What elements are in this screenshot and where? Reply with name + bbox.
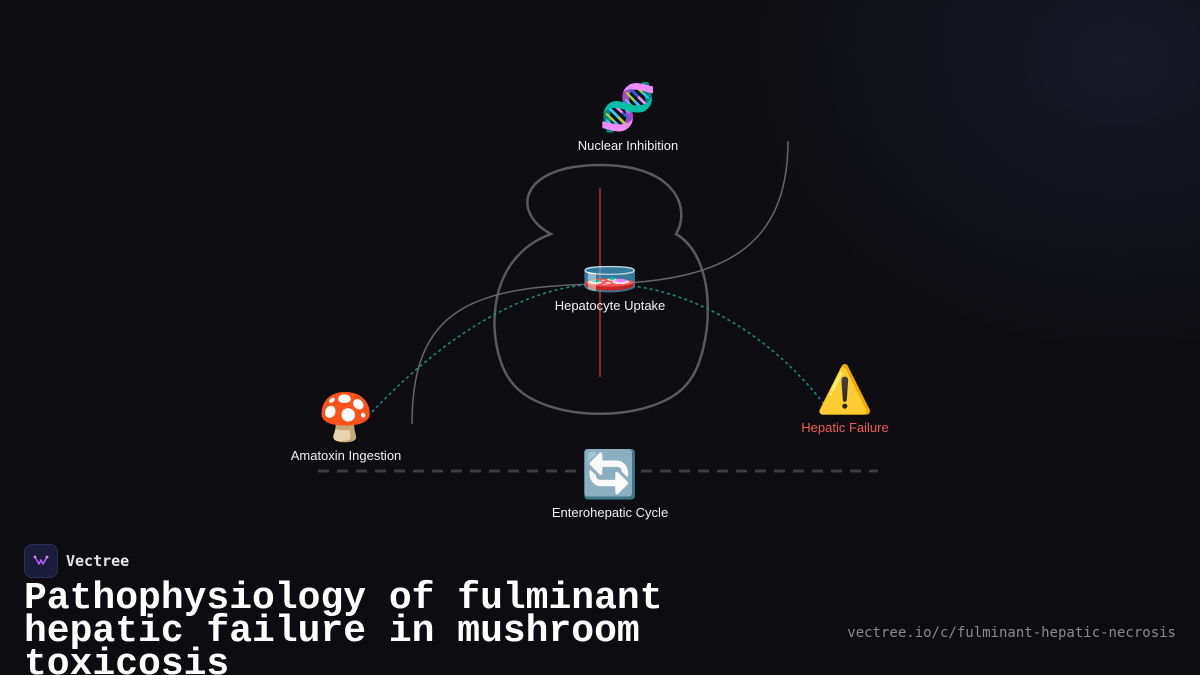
page-title: Pathophysiology of fulminant hepatic fai… (24, 577, 663, 675)
node-enterohepatic-cycle: 🔄 Enterohepatic Cycle (552, 447, 668, 520)
node-label: Amatoxin Ingestion (290, 448, 402, 463)
node-hepatocyte-uptake: 🧫 Hepatocyte Uptake (555, 240, 666, 313)
petri-dish-icon: 🧫 (581, 241, 639, 293)
brand[interactable]: Vectree (24, 544, 129, 578)
node-amatoxin-ingestion: 🍄 Amatoxin Ingestion (291, 390, 402, 463)
cycle-arrows-icon: 🔄 (581, 448, 639, 500)
flow-curve (371, 283, 831, 413)
node-label: Hepatic Failure (801, 420, 889, 435)
node-nuclear-inhibition: 🧬 Nuclear Inhibition (578, 80, 678, 153)
node-label: Enterohepatic Cycle (551, 505, 669, 520)
node-hepatic-failure: ⚠️ Hepatic Failure (801, 362, 888, 435)
feedback-curve (411, 140, 789, 425)
source-url[interactable]: vectree.io/c/fulminant-hepatic-necrosis (847, 625, 1176, 641)
node-label: Hepatocyte Uptake (554, 298, 666, 313)
dna-icon: 🧬 (599, 81, 657, 133)
mushroom-icon: 🍄 (317, 391, 375, 443)
node-label: Nuclear Inhibition (577, 138, 679, 153)
organ-outline (493, 163, 709, 415)
warning-icon: ⚠️ (816, 363, 874, 415)
brand-name: Vectree (66, 552, 130, 570)
vectree-logo-icon (24, 544, 58, 578)
